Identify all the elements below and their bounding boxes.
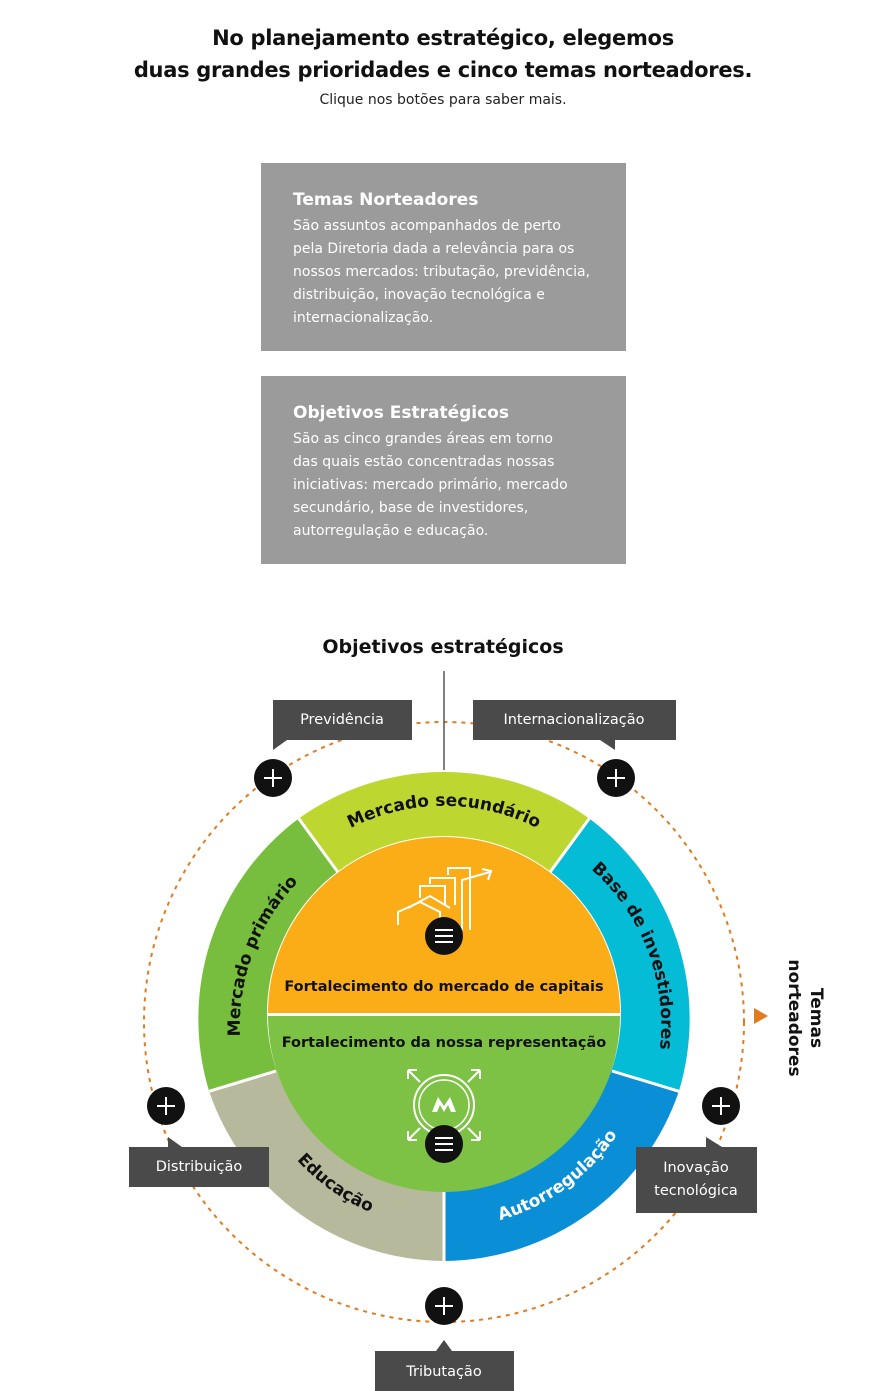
theme-tag-label: Distribuição [156,1159,243,1175]
menu-button-capitais[interactable] [425,917,463,955]
title-line-1: No planejamento estratégico, elegemos [212,26,674,50]
info-box-text-line: São assuntos acompanhados de perto [293,218,561,234]
plus-icon [712,1097,730,1115]
theme-tag-label: Internacionalização [503,712,644,728]
theme-tag-label: Tributação [405,1364,482,1380]
theme-tag-distribuicao[interactable]: Distribuição [129,1137,269,1187]
theme-tag-label: Previdência [300,712,384,728]
info-box-text-line: autorregulação e educação. [293,523,489,539]
theme-tag-label-line-1: Inovação [663,1160,729,1176]
info-box-temas-norteadores: Temas Norteadores São assuntos acompanha… [261,163,626,351]
info-box-text-line: São as cinco grandes áreas em torno [293,431,553,447]
menu-icon [435,1137,453,1151]
section-title-objetivos: Objetivos estratégicos [322,636,564,658]
plus-button-tributacao[interactable] [425,1287,463,1325]
capital-market-icon [397,867,493,930]
theme-tag-internacionalizacao[interactable]: Internacionalização [473,700,676,750]
plus-button-distribuicao[interactable] [147,1087,185,1125]
plus-icon [264,769,282,787]
theme-tag-label-line-2: tecnológica [654,1183,738,1199]
info-box-text-line: secundário, base de investidores, [293,500,529,516]
plus-icon [157,1097,175,1115]
info-box-objetivos-estrategicos: Objetivos Estratégicos São as cinco gran… [261,376,626,564]
info-box-text-line: das quais estão concentradas nossas [293,454,555,470]
arrow-right-icon [754,1008,768,1024]
title-line-2: duas grandes prioridades e cinco temas n… [133,58,753,82]
segment-educacao[interactable] [209,1062,444,1261]
center-bottom-half[interactable] [268,1016,620,1192]
menu-button-representacao[interactable] [425,1125,463,1163]
segment-autorregulacao[interactable] [444,1062,679,1261]
info-box-title: Objetivos Estratégicos [293,403,509,423]
info-box-text-line: iniciativas: mercado primário, mercado [293,477,568,493]
theme-tag-tributacao[interactable]: Tributação [375,1340,514,1391]
plus-button-internacionalizacao[interactable] [597,759,635,797]
theme-tag-inovacao-tecnologica[interactable]: Inovação tecnológica [636,1137,757,1213]
plus-icon [435,1297,453,1315]
plus-button-inovacao-tecnologica[interactable] [702,1087,740,1125]
info-box-text-line: nossos mercados: tributação, previdência… [293,264,591,280]
menu-icon [435,929,453,943]
plus-button-previdencia[interactable] [254,759,292,797]
theme-tag-previdencia[interactable]: Previdência [273,700,412,750]
info-box-text-line: internacionalização. [293,310,434,326]
page-title: No planejamento estratégico, elegemos du… [0,22,886,86]
info-box-title: Temas Norteadores [293,190,479,210]
plus-icon [607,769,625,787]
center-bottom-label: Fortalecimento da nossa representação [282,1035,607,1051]
center-top-label: Fortalecimento do mercado de capitais [284,979,603,995]
strategy-diagram: Mercado secundário Base de investidores … [129,671,768,1391]
segment-separators [208,817,680,1261]
page-subtitle: Clique nos botões para saber mais. [319,92,567,108]
info-box-text-line: pela Diretoria dada a relevância para os [293,241,575,257]
info-box-text-line: distribuição, inovação tecnológica e [293,287,545,303]
